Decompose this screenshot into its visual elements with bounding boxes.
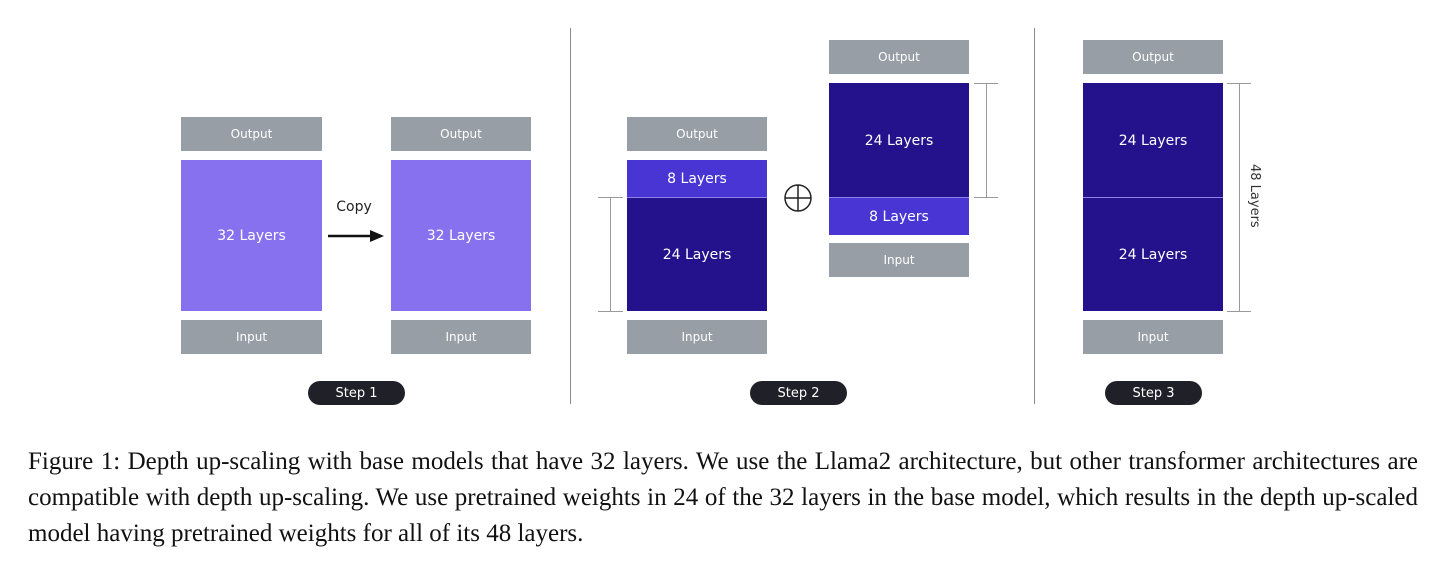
total-bracket-line [1239, 83, 1240, 311]
right-model-8-layers-block: 8 Layers [829, 197, 969, 235]
concat-plus-icon [784, 184, 812, 212]
right-model-output-block: Output [829, 40, 969, 74]
step-3-badge: Step 3 [1105, 381, 1202, 405]
copy-input-block: Input [391, 320, 531, 354]
copy-arrow-icon [328, 230, 384, 242]
left-bracket-line [610, 197, 611, 311]
scaled-model-lower-24-layers-block: 24 Layers [1083, 197, 1223, 311]
copy-output-block: Output [391, 117, 531, 151]
left-model-input-block: Input [627, 320, 767, 354]
scaled-model-upper-24-layers-block: 24 Layers [1083, 83, 1223, 198]
right-model-24-layers-block: 24 Layers [829, 83, 969, 198]
right-bracket-line [986, 83, 987, 198]
base-32-layers-block: 32 Layers [181, 160, 322, 311]
base-input-block: Input [181, 320, 322, 354]
left-bracket-bottom [598, 311, 623, 312]
base-output-block: Output [181, 117, 322, 151]
step-divider-2 [1034, 28, 1035, 404]
total-48-layers-label: 48 Layers [1247, 164, 1262, 228]
left-model-8-layers-block: 8 Layers [627, 160, 767, 198]
step-divider-1 [570, 28, 571, 404]
figure-caption: Figure 1: Depth up-scaling with base mod… [28, 448, 1418, 547]
scaled-model-output-block: Output [1083, 40, 1223, 74]
scaled-model-input-block: Input [1083, 320, 1223, 354]
total-bracket-bottom [1227, 311, 1251, 312]
step-2-badge: Step 2 [750, 381, 847, 405]
left-model-output-block: Output [627, 117, 767, 151]
copy-32-layers-block: 32 Layers [391, 160, 531, 311]
step-1-badge: Step 1 [308, 381, 405, 405]
right-model-input-block: Input [829, 243, 969, 277]
right-bracket-bottom [974, 197, 998, 198]
left-model-24-layers-block: 24 Layers [627, 197, 767, 311]
copy-label: Copy [336, 199, 372, 215]
